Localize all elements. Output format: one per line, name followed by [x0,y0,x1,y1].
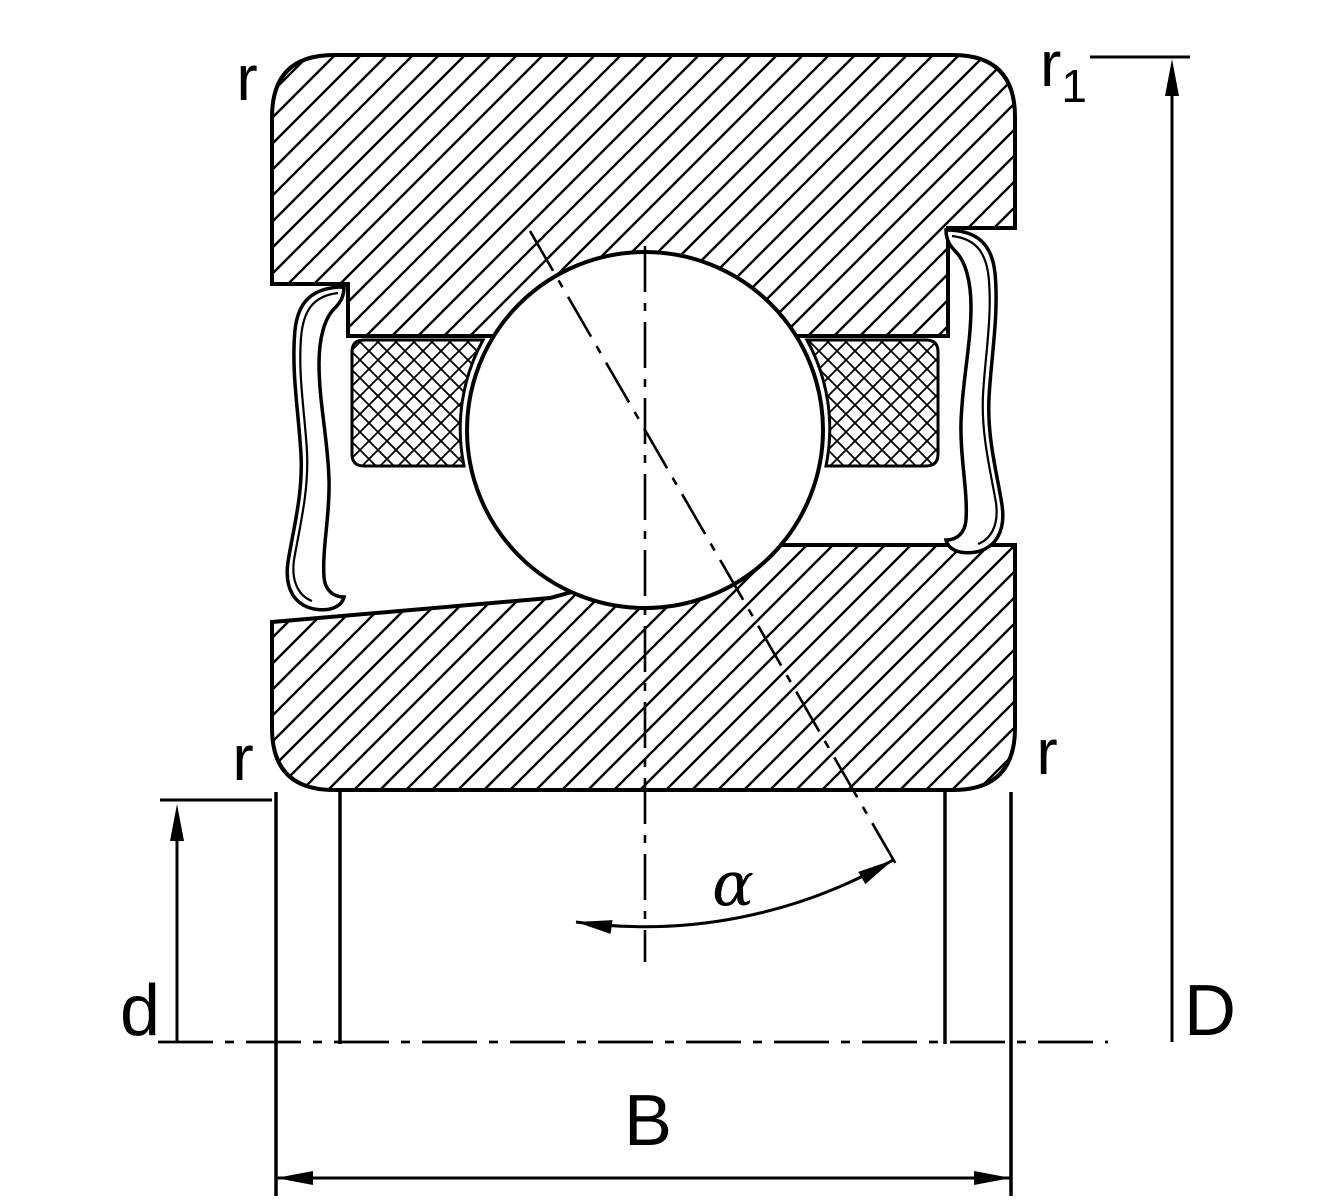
seal-left [285,285,347,612]
arrowhead-B-right [974,1171,1011,1185]
label-r1-top-right: r1 [1040,28,1087,112]
seal-right-lip-line [951,234,998,546]
label-r1-base: r [1040,28,1061,100]
contact-angle-line [528,230,899,867]
arrowhead-B-left [276,1171,313,1185]
label-r1-subscript: 1 [1061,60,1087,112]
alpha-arrowhead-left [576,920,613,934]
arrowhead-d-up [170,804,184,841]
alpha-arrowhead-right [858,860,893,885]
cage-left-section [350,338,486,468]
label-alpha: α [712,847,754,920]
label-B: B [624,1081,672,1161]
label-D: D [1184,971,1236,1051]
arrowhead-D-up [1165,59,1179,96]
seal-right [943,228,1005,555]
label-r-top-left: r [236,42,257,114]
label-d: d [120,971,160,1051]
seal-left-lip-line [292,291,339,603]
cage-right-section [804,338,940,468]
label-r-bottom-right: r [1036,716,1057,788]
contact-angle-arc [575,858,894,929]
label-r-bottom-left: r [232,722,253,794]
